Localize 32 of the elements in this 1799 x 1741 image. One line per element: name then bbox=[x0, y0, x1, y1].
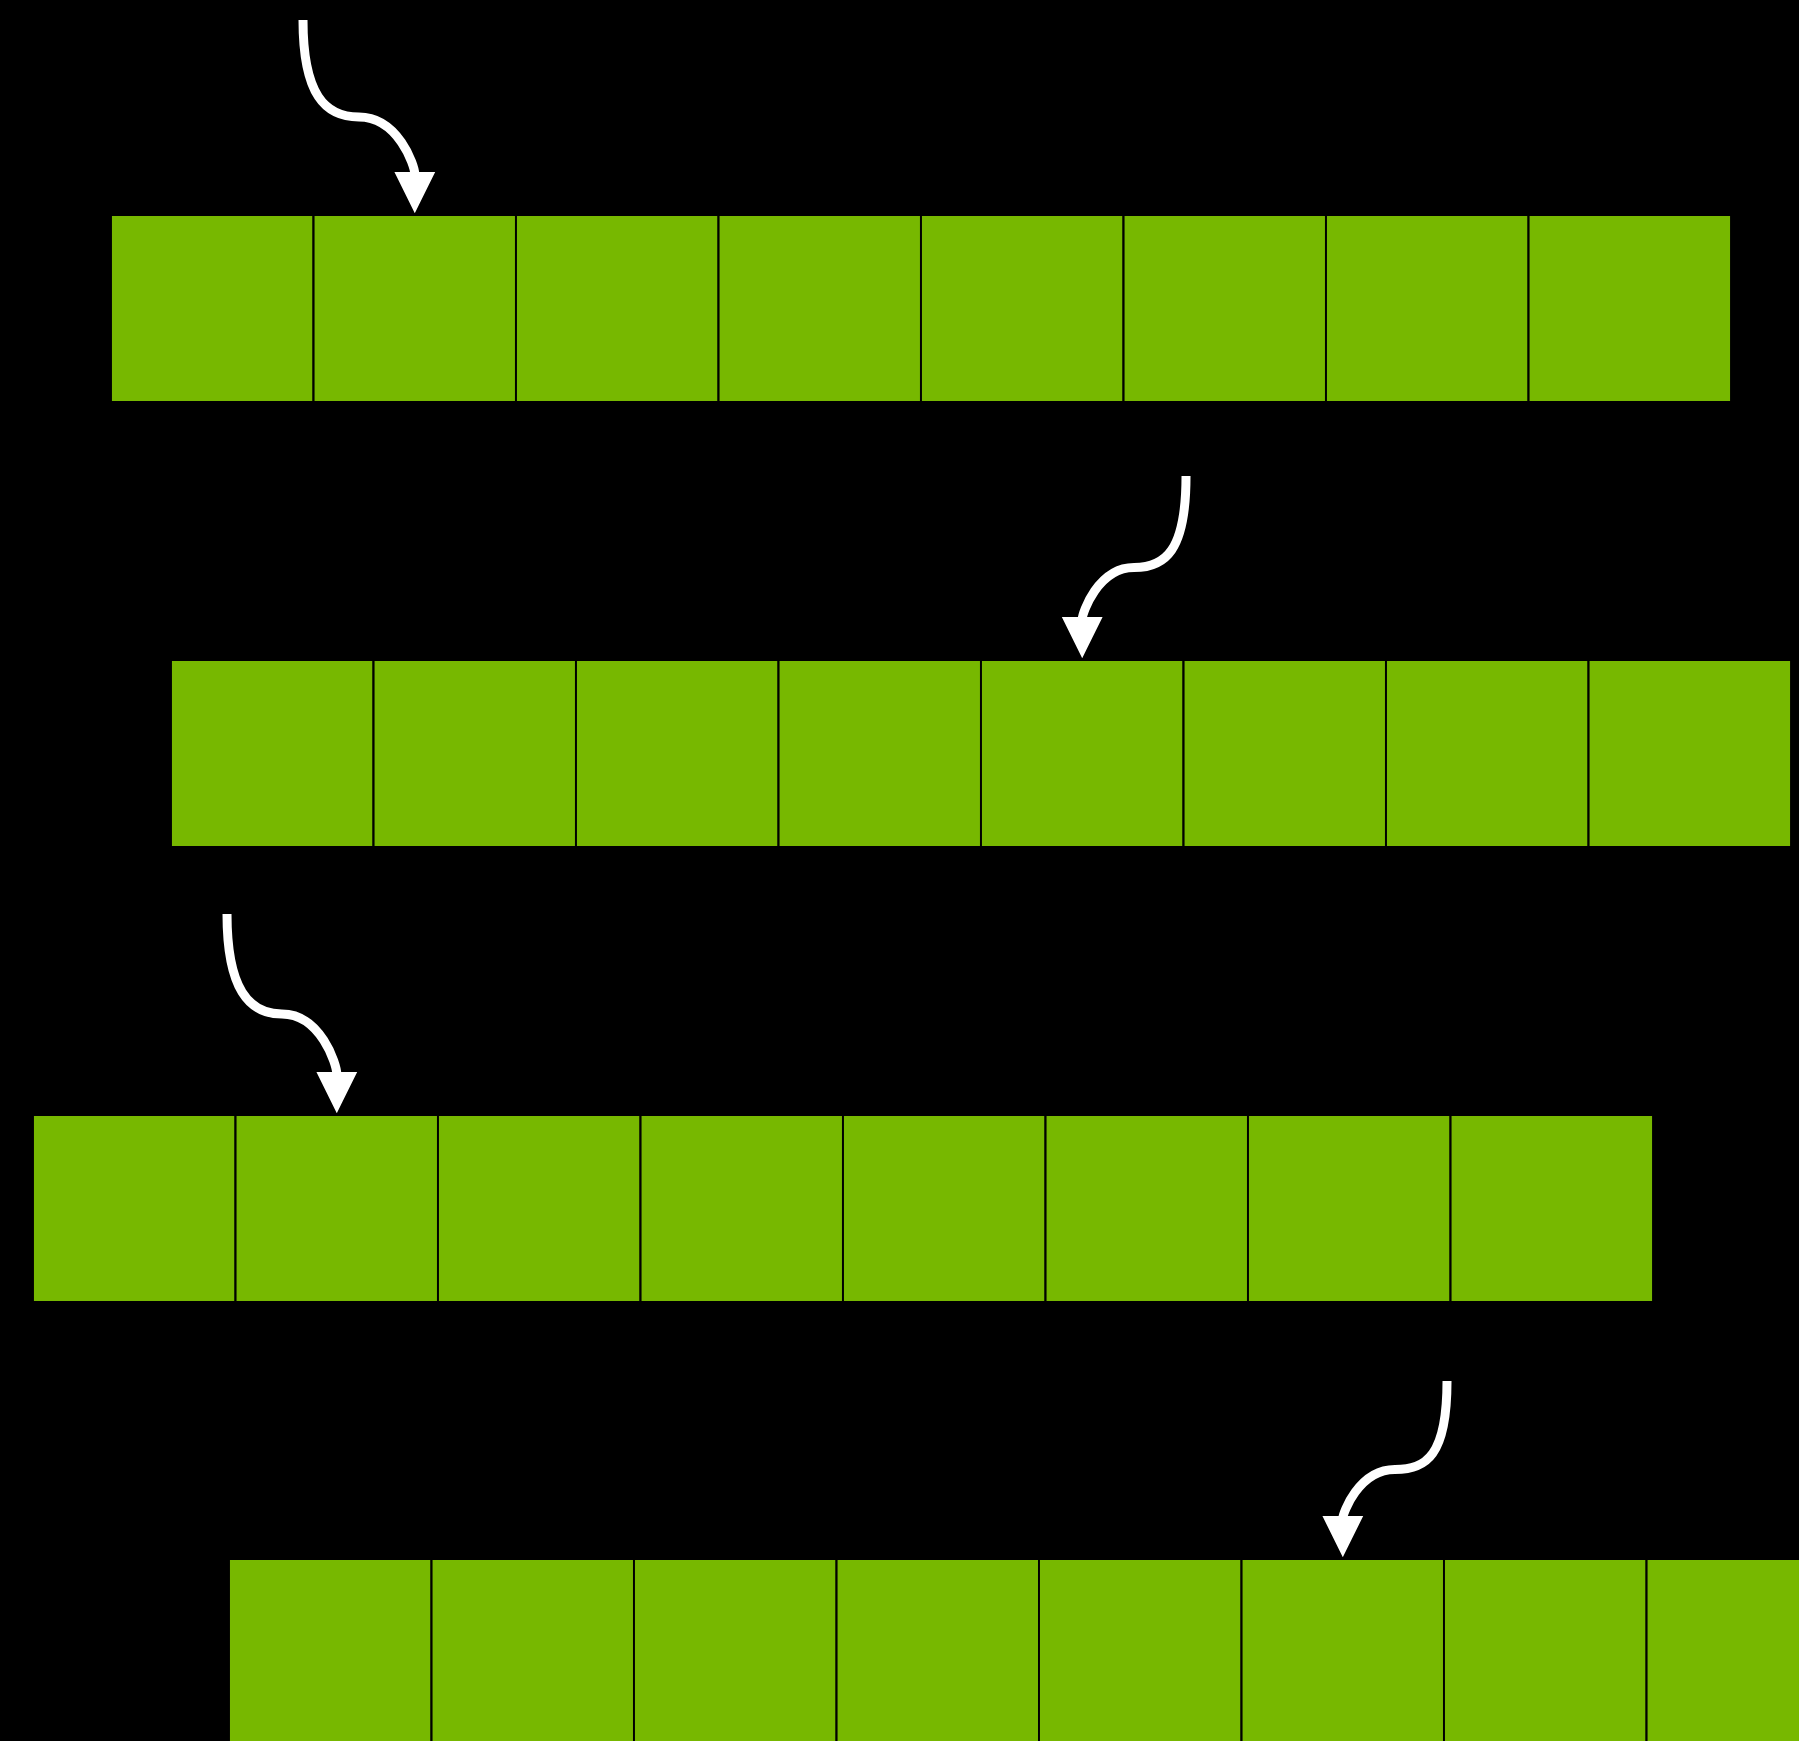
array-cell bbox=[1645, 1558, 1799, 1741]
array-cell bbox=[1182, 659, 1388, 848]
array-cell bbox=[109, 214, 315, 403]
array-cell bbox=[169, 659, 375, 848]
array-cell bbox=[31, 1114, 237, 1303]
array-cell bbox=[1587, 659, 1793, 848]
array-cell bbox=[1122, 214, 1328, 403]
array-cell bbox=[312, 214, 518, 403]
array-cell bbox=[234, 1114, 440, 1303]
array-cell bbox=[1044, 1114, 1250, 1303]
array-cell bbox=[835, 1558, 1041, 1741]
array-cell bbox=[1240, 1558, 1446, 1741]
array-cell bbox=[1449, 1114, 1655, 1303]
array-cell bbox=[436, 1114, 642, 1303]
array-cell bbox=[430, 1558, 636, 1741]
array-cell bbox=[1442, 1558, 1648, 1741]
array-cell bbox=[632, 1558, 838, 1741]
array-cell bbox=[574, 659, 780, 848]
array-cell bbox=[979, 659, 1185, 848]
array-cell bbox=[1324, 214, 1530, 403]
array-cell bbox=[841, 1114, 1047, 1303]
array-cell bbox=[1384, 659, 1590, 848]
array-cell bbox=[227, 1558, 433, 1741]
array-cell bbox=[372, 659, 578, 848]
array-cell bbox=[514, 214, 720, 403]
array-cell bbox=[717, 214, 923, 403]
array-cell bbox=[639, 1114, 845, 1303]
array-cell bbox=[777, 659, 983, 848]
array-cell bbox=[1037, 1558, 1243, 1741]
array-cell bbox=[1246, 1114, 1452, 1303]
array-cell bbox=[1527, 214, 1733, 403]
array-cell bbox=[919, 214, 1125, 403]
